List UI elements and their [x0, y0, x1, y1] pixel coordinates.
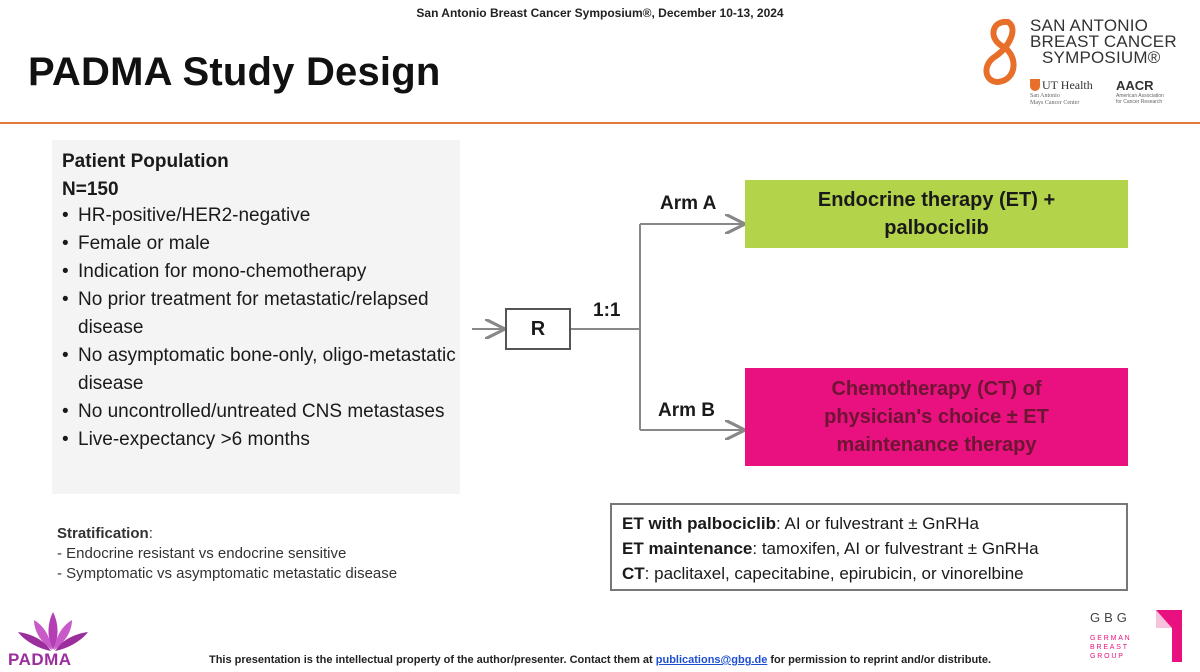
- definition-term: CT: [622, 564, 645, 583]
- padma-logo-text: PADMA: [8, 650, 72, 669]
- footer-suffix: for permission to reprint and/or distrib…: [767, 654, 992, 666]
- arm-a-text-line-2: palbociclib: [884, 217, 989, 239]
- criteria-item: No prior treatment for metastatic/relaps…: [62, 286, 462, 342]
- stratification-label: Stratification: [57, 525, 149, 542]
- gbg-sub-2: BREAST: [1090, 644, 1129, 651]
- stratification-item: - Symptomatic vs asymptomatic metastatic…: [57, 565, 398, 582]
- padma-lotus-icon: [18, 612, 88, 651]
- definition-row: ET maintenance: tamoxifen, AI or fulvest…: [622, 536, 1116, 561]
- aacr-logo: AACR American Association for Cancer Res…: [1116, 78, 1164, 105]
- criteria-item: Live-expectancy >6 months: [62, 426, 462, 454]
- gbg-logo-subtext: GERMAN BREAST GROUP: [1090, 634, 1132, 661]
- definition-row: CT: paclitaxel, capecitabine, epirubicin…: [622, 561, 1116, 586]
- arm-b-label: Arm B: [658, 400, 716, 421]
- gbg-logo-text: GBG: [1090, 610, 1131, 625]
- definition-row: ET with palbociclib: AI or fulvestrant ±…: [622, 511, 1116, 536]
- sabcs-ribbon-logo: [983, 18, 1017, 86]
- slide-title: PADMA Study Design: [28, 50, 441, 94]
- patient-population-heading: Patient Population N=150: [62, 148, 229, 204]
- ut-health-logo: UT Health San Antonio Mays Cancer Center: [1030, 78, 1093, 107]
- arm-b-text-line-2: physician's choice ± ET: [824, 406, 1049, 428]
- gbg-ribbon-icon: [1156, 610, 1182, 662]
- randomization-box: R: [505, 308, 571, 350]
- arm-a-text-line-1: Endocrine therapy (ET) +: [817, 189, 1056, 211]
- aacr-sub-2: for Cancer Research: [1116, 99, 1163, 105]
- criteria-item: No asymptomatic bone-only, oligo-metasta…: [62, 342, 462, 398]
- sabcs-logo-text: SAN ANTONIO BREAST CANCER SYMPOSIUM®: [1030, 16, 1177, 67]
- stratification-block: Stratification: - Endocrine resistant vs…: [57, 524, 397, 584]
- ut-health-sub-2: Mays Cancer Center: [1030, 100, 1080, 106]
- criteria-item: Indication for mono-chemotherapy: [62, 258, 462, 286]
- ut-health-label: UT Health: [1042, 78, 1093, 92]
- definition-desc: : paclitaxel, capecitabine, epirubicin, …: [644, 564, 1024, 583]
- randomization-ratio: 1:1: [593, 300, 621, 321]
- sabcs-line-1: SAN ANTONIO: [1030, 16, 1149, 35]
- definition-desc: : tamoxifen, AI or fulvestrant ± GnRHa: [752, 539, 1039, 558]
- arm-a-label: Arm A: [660, 193, 717, 214]
- stratification-item: - Endocrine resistant vs endocrine sensi…: [57, 545, 347, 562]
- criteria-item: No uncontrolled/untreated CNS metastases: [62, 398, 462, 426]
- definition-term: ET maintenance: [622, 539, 753, 558]
- arm-b-treatment-box: Chemotherapy (CT) of physician's choice …: [745, 368, 1128, 466]
- definition-desc: : AI or fulvestrant ± GnRHa: [775, 514, 979, 533]
- copyright-footer: This presentation is the intellectual pr…: [0, 654, 1200, 666]
- sabcs-line-2: BREAST CANCER: [1030, 32, 1177, 51]
- ut-shield-icon: [1030, 79, 1040, 91]
- criteria-item: Female or male: [62, 230, 462, 258]
- footer-email-link[interactable]: publications@gbg.de: [655, 654, 768, 666]
- arm-b-text-line-3: maintenance therapy: [836, 434, 1037, 456]
- population-n: N=150: [62, 179, 119, 200]
- header-divider: [0, 122, 1200, 124]
- footer-prefix: This presentation is the intellectual pr…: [208, 654, 656, 666]
- criteria-item: HR-positive/HER2-negative: [62, 202, 462, 230]
- sabcs-line-3: SYMPOSIUM®: [1042, 48, 1161, 67]
- population-title: Patient Population: [62, 151, 229, 172]
- definition-term: ET with palbociclib: [622, 514, 776, 533]
- stratification-colon: :: [148, 525, 153, 542]
- arm-b-text-line-1: Chemotherapy (CT) of: [831, 378, 1042, 400]
- gbg-sub-1: GERMAN: [1090, 635, 1132, 642]
- gbg-sub-3: GROUP: [1090, 653, 1125, 660]
- conference-line: San Antonio Breast Cancer Symposium®, De…: [416, 6, 784, 20]
- ut-health-sub-1: San Antonio: [1030, 93, 1060, 99]
- inclusion-criteria-list: HR-positive/HER2-negative Female or male…: [62, 202, 462, 454]
- treatment-definitions-box: ET with palbociclib: AI or fulvestrant ±…: [610, 503, 1128, 591]
- aacr-label: AACR: [1116, 78, 1154, 93]
- arm-a-treatment-box: Endocrine therapy (ET) + palbociclib: [745, 180, 1128, 248]
- aacr-sub-1: American Association: [1116, 93, 1164, 99]
